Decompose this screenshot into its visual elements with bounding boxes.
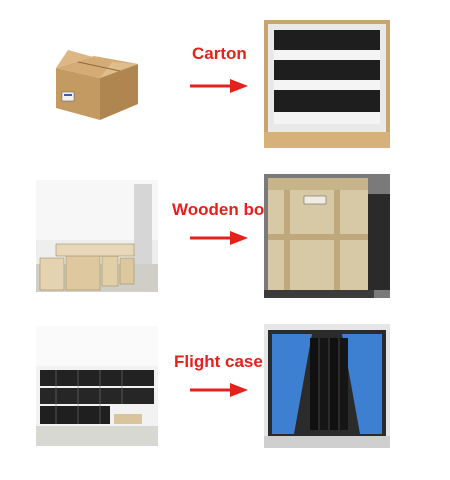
packing-label-flight-case: Flight case bbox=[174, 352, 263, 371]
red-right-arrow-icon bbox=[190, 382, 248, 398]
packing-label-carton: Carton bbox=[192, 44, 247, 63]
packing-row-flight-case: Flight case bbox=[0, 320, 450, 450]
wooden-crate-photo bbox=[264, 174, 390, 298]
packing-row-carton: Carton bbox=[0, 20, 450, 150]
warehouse-flight-cases-photo bbox=[36, 326, 158, 446]
packing-row-wooden-box: Wooden box bbox=[0, 170, 450, 300]
cardboard-box-photo bbox=[48, 40, 144, 124]
packing-label-wooden-box: Wooden box bbox=[172, 200, 274, 219]
red-right-arrow-icon bbox=[190, 230, 248, 246]
warehouse-wooden-boxes-photo bbox=[36, 180, 158, 292]
carton-with-foam-photo bbox=[264, 20, 390, 148]
red-right-arrow-icon bbox=[190, 78, 248, 94]
open-flight-case-photo bbox=[264, 324, 390, 448]
